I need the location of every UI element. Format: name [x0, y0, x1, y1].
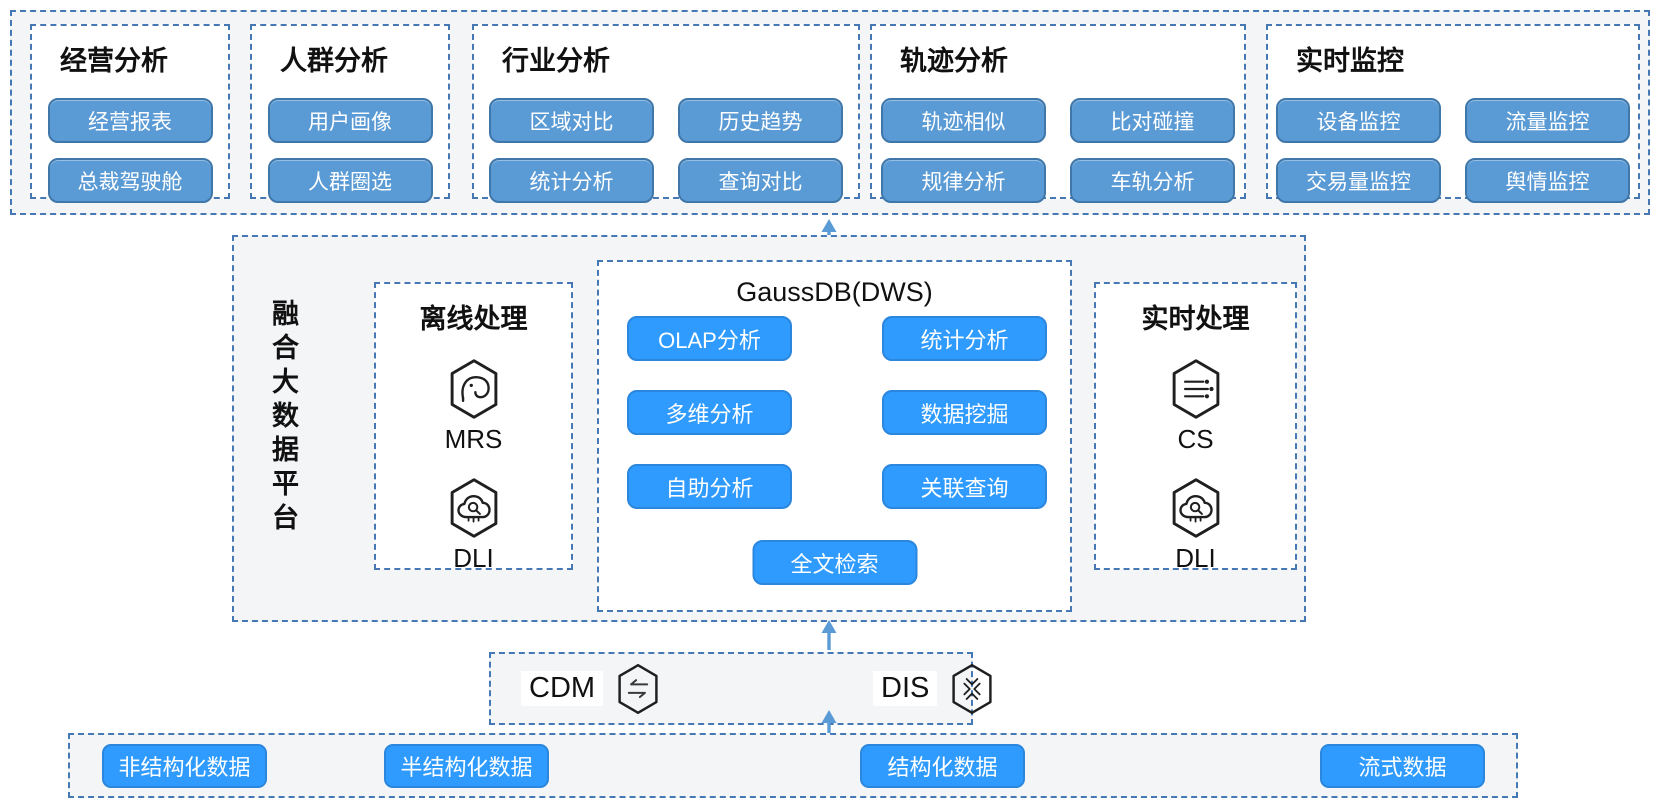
big-data-platform-box: 融合大数据平台 离线处理 MRS DLI GaussDB(DWS) OLAP分析 统… — [232, 235, 1306, 622]
feature-button: 多维分析 — [627, 390, 792, 435]
gaussdb-dws-title: GaussDB(DWS) — [736, 277, 933, 307]
section-title: 经营分析 — [60, 46, 168, 76]
feature-button: 经营报表 — [47, 98, 213, 143]
feature-button: 历史趋势 — [678, 98, 843, 143]
section-industry-analysis: 行业分析区域对比历史趋势统计分析查询对比 — [472, 24, 860, 203]
service-label-cs: CS — [1177, 424, 1214, 454]
data-sources-box: 非结构化数据 半结构化数据 结构化数据 流式数据 — [68, 733, 1518, 798]
service-label-dli: DLI — [453, 543, 494, 573]
platform-vertical-title: 融合大数据平台 — [268, 299, 298, 537]
feature-button: 总裁驾驶舱 — [47, 158, 213, 203]
section-title: 人群分析 — [280, 46, 388, 76]
realtime-processing-box: 实时处理 CS DLI — [1094, 282, 1297, 573]
feature-button: 交易量监控 — [1276, 158, 1441, 203]
feature-button: 轨迹相似 — [881, 98, 1046, 143]
section-title: 轨迹分析 — [900, 46, 1008, 76]
feature-button: 数据挖掘 — [882, 390, 1047, 435]
feature-button-fulltext-search: 全文检索 — [752, 540, 917, 585]
section-buttons: 经营报表总裁驾驶舱 — [32, 98, 228, 203]
gaussdb-dws-box: GaussDB(DWS) OLAP分析统计分析多维分析数据挖掘自助分析关联查询 … — [597, 260, 1072, 612]
feature-button: 规律分析 — [881, 158, 1046, 203]
data-source-button: 半结构化数据 — [384, 744, 549, 788]
section-title: 行业分析 — [502, 46, 610, 76]
feature-button: 查询对比 — [678, 158, 843, 203]
section-business-analysis: 经营分析经营报表总裁驾驶舱 — [30, 24, 230, 203]
section-buttons: 区域对比历史趋势统计分析查询对比 — [474, 98, 858, 203]
applications-layer-box: 经营分析经营报表总裁驾驶舱人群分析用户画像人群圈选行业分析区域对比历史趋势统计分… — [10, 10, 1650, 215]
up-arrow-ingestion-to-platform — [820, 620, 838, 651]
gaussdb-feature-grid: OLAP分析 统计分析多维分析 数据挖掘自助分析 关联查询 — [627, 316, 1047, 509]
feature-button: 比对碰撞 — [1070, 98, 1235, 143]
service-label-dis: DIS — [873, 671, 938, 706]
section-crowd-analysis: 人群分析用户画像人群圈选 — [250, 24, 450, 203]
feature-button: 舆情监控 — [1465, 158, 1630, 203]
offline-processing-box: 离线处理 MRS DLI — [374, 282, 573, 573]
realtime-services: CS DLI — [1096, 336, 1295, 574]
realtime-processing-title: 实时处理 — [1141, 304, 1250, 334]
feature-button: 统计分析 — [882, 316, 1047, 361]
feature-button: 人群圈选 — [267, 158, 433, 203]
offline-processing-title: 离线处理 — [419, 304, 528, 334]
ingestion-service-cdm: CDM — [521, 654, 661, 723]
section-trajectory-analysis: 轨迹分析轨迹相似比对碰撞规律分析车轨分析 — [870, 24, 1246, 203]
feature-button: OLAP分析 — [627, 316, 792, 361]
mrs-icon — [446, 358, 502, 420]
service-label-cdm: CDM — [521, 671, 604, 706]
section-buttons: 设备监控流量监控交易量监控舆情监控 — [1268, 98, 1638, 203]
dli-icon — [446, 477, 502, 539]
cdm-exchange-icon — [615, 659, 661, 719]
data-source-button: 非结构化数据 — [102, 744, 267, 788]
service-label-mrs: MRS — [444, 424, 503, 454]
feature-button: 区域对比 — [489, 98, 654, 143]
section-realtime-monitoring: 实时监控设备监控流量监控交易量监控舆情监控 — [1266, 24, 1640, 203]
feature-button: 设备监控 — [1276, 98, 1441, 143]
section-buttons: 轨迹相似比对碰撞规律分析车轨分析 — [872, 98, 1244, 203]
feature-button: 用户画像 — [267, 98, 433, 143]
gaussdb-bottom-button-wrap: 全文检索 — [752, 540, 917, 585]
section-title: 实时监控 — [1296, 46, 1404, 76]
ingestion-layer-box: CDM DIS — [489, 652, 973, 725]
dli-icon — [1168, 477, 1224, 539]
offline-services: MRS DLI — [376, 336, 571, 574]
data-source-button: 流式数据 — [1320, 744, 1485, 788]
data-source-button: 结构化数据 — [860, 744, 1025, 788]
dis-stream-icon — [949, 659, 995, 719]
cs-icon — [1168, 358, 1224, 420]
feature-button: 自助分析 — [627, 464, 792, 509]
feature-button: 统计分析 — [489, 158, 654, 203]
feature-button: 关联查询 — [882, 464, 1047, 509]
service-label-dli: DLI — [1175, 543, 1216, 573]
feature-button: 流量监控 — [1465, 98, 1630, 143]
ingestion-service-dis: DIS — [873, 654, 995, 723]
feature-button: 车轨分析 — [1070, 158, 1235, 203]
section-buttons: 用户画像人群圈选 — [252, 98, 448, 203]
